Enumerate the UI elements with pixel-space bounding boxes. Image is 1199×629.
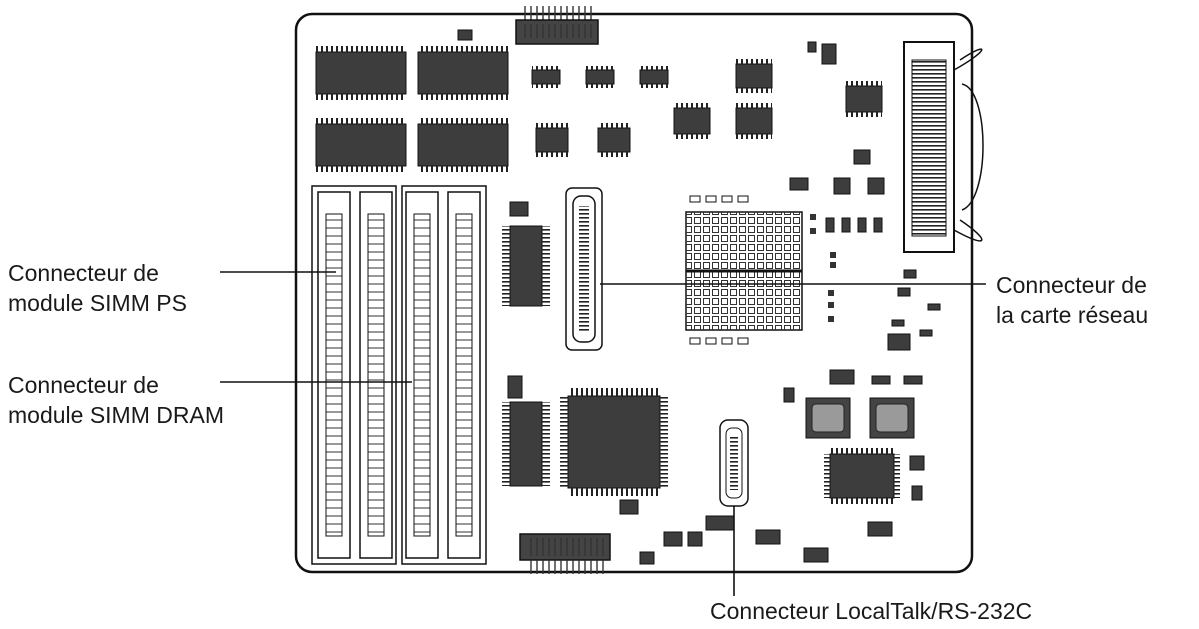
right-edge-connector	[903, 41, 984, 253]
bottom-ribbon-connector	[519, 533, 611, 574]
label-simm-dram-line1: Connecteur de	[8, 372, 159, 398]
top-ribbon-connector	[515, 6, 599, 45]
leader-lines	[220, 271, 986, 596]
label-simm-dram: Connecteur de module SIMM DRAM	[8, 370, 224, 430]
label-localtalk: Connecteur LocalTalk/RS-232C	[710, 598, 1033, 624]
controller-chip	[824, 448, 900, 504]
network-card-connector	[565, 187, 603, 351]
label-network-card-line1: Connecteur de	[996, 272, 1147, 298]
label-simm-ps-line1: Connecteur de	[8, 260, 159, 286]
localtalk-connector	[719, 419, 749, 507]
label-simm-ps: Connecteur de module SIMM PS	[8, 258, 187, 318]
simm-dram-slots	[401, 185, 487, 565]
label-simm-dram-line2: module SIMM DRAM	[8, 402, 224, 428]
square-sockets	[805, 397, 915, 439]
dip-chips	[502, 225, 550, 487]
memory-chips	[315, 29, 509, 172]
simm-ps-slots	[311, 185, 397, 565]
perforated-area	[685, 195, 836, 345]
label-simm-ps-line2: module SIMM PS	[8, 290, 187, 316]
label-network-card: Connecteur de la carte réseau	[996, 270, 1148, 330]
cpu-chip	[560, 388, 668, 496]
label-network-card-line2: la carte réseau	[996, 302, 1149, 328]
small-chips	[507, 41, 941, 565]
